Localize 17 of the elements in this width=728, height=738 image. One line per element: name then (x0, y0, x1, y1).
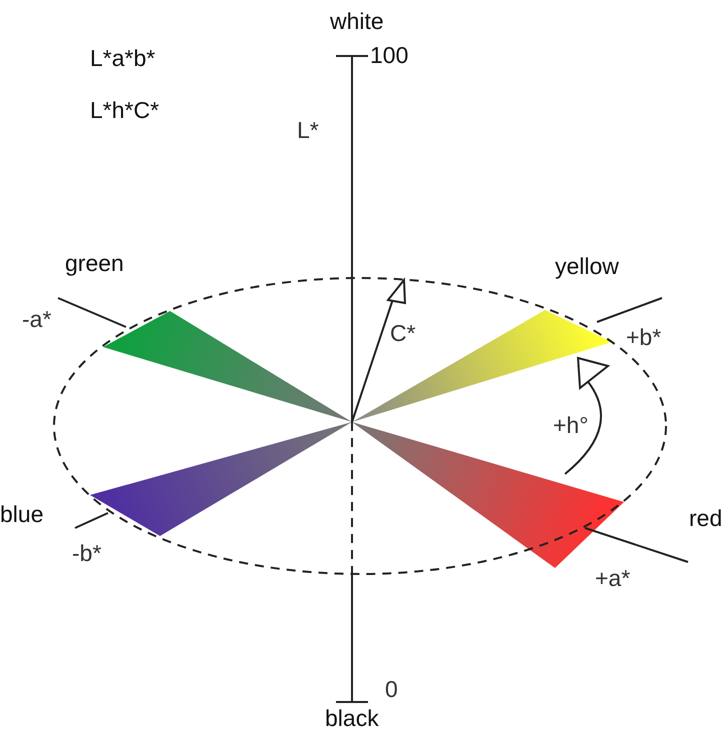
color-name: green (65, 250, 124, 276)
color-model-name: L*a*b* (90, 45, 156, 71)
axis-label: +a* (595, 565, 630, 591)
axis-label: C* (390, 320, 416, 346)
tick-label: 100 (370, 42, 408, 68)
color-model-name: L*h*C* (90, 97, 160, 123)
tick-label: 0 (385, 676, 398, 702)
end-label: black (325, 705, 379, 731)
end-label: white (330, 8, 384, 34)
axis-label: -a* (22, 306, 52, 332)
color-name: blue (0, 501, 44, 527)
axis-label: +h° (553, 412, 588, 438)
axis-label: -b* (72, 540, 102, 566)
axis-label: L* (297, 117, 319, 143)
color-name: red (689, 505, 722, 531)
axis-label: +b* (626, 324, 662, 350)
color-name: yellow (555, 253, 619, 279)
